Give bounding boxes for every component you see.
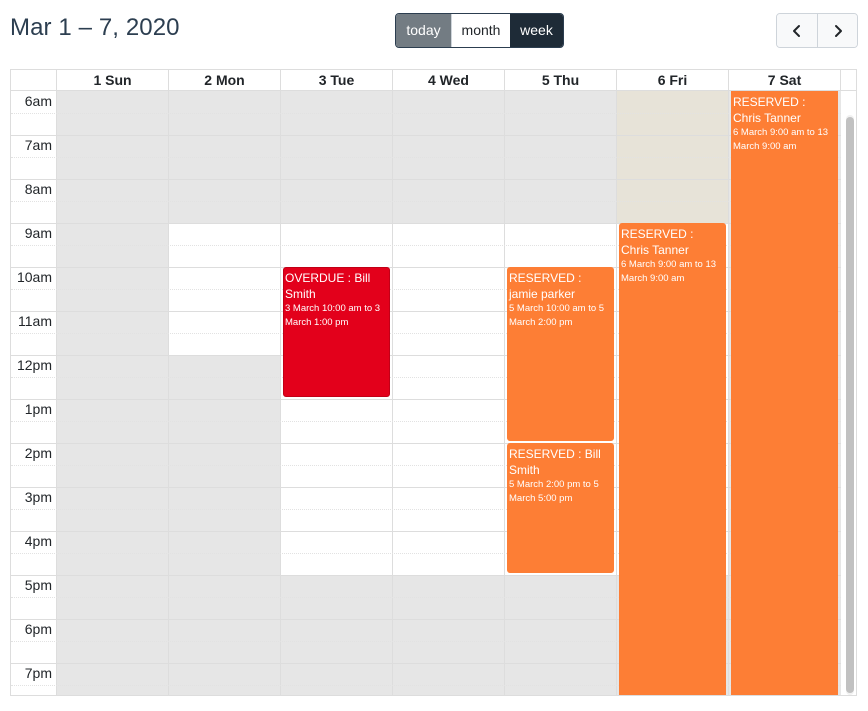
- time-label: 5pm: [24, 577, 52, 593]
- month-view-button[interactable]: month: [451, 14, 510, 47]
- time-label: 12pm: [16, 357, 52, 373]
- event-title: RESERVED : jamie parker: [509, 271, 582, 301]
- unavailable-slot: [169, 355, 280, 695]
- time-label: 6am: [24, 93, 52, 109]
- day-column-wed[interactable]: [393, 91, 505, 695]
- unavailable-slot: [57, 91, 168, 695]
- hour-line: [11, 399, 841, 400]
- time-label: 1pm: [24, 401, 52, 417]
- event-time: 6 March 9:00 am to 13 March 9:00 am: [621, 259, 717, 284]
- half-hour-line: [11, 157, 841, 158]
- time-label: 10am: [16, 269, 52, 285]
- time-grid: 6am 7am 8am 9am 10am 11am 12pm 1pm 2pm 3…: [11, 91, 856, 695]
- time-label: 3pm: [24, 489, 52, 505]
- time-label: 9am: [24, 225, 52, 241]
- day-header: 2 Mon: [169, 70, 281, 90]
- header-gutter: [11, 70, 57, 90]
- event-reserved-chris-tanner-fri[interactable]: RESERVED : Chris Tanner 6 March 9:00 am …: [619, 223, 726, 695]
- event-title: OVERDUE : Bill Smith: [285, 271, 371, 301]
- time-label: 2pm: [24, 445, 52, 461]
- prev-week-button[interactable]: [777, 14, 817, 47]
- nav-buttons: [776, 13, 858, 48]
- unavailable-slot: [281, 575, 392, 695]
- hour-line: [11, 487, 841, 488]
- time-label: 6pm: [24, 621, 52, 637]
- day-column-sun[interactable]: [57, 91, 169, 695]
- half-hour-line: [11, 333, 841, 334]
- hour-line: [11, 355, 841, 356]
- event-overdue-bill-smith[interactable]: OVERDUE : Bill Smith 3 March 10:00 am to…: [283, 267, 390, 397]
- time-label: 7pm: [24, 665, 52, 681]
- half-hour-line: [11, 289, 841, 290]
- day-header: 3 Tue: [281, 70, 393, 90]
- half-hour-line: [11, 377, 841, 378]
- chevron-right-icon: [834, 24, 842, 37]
- hour-line: [11, 443, 841, 444]
- half-hour-line: [11, 509, 841, 510]
- half-hour-line: [11, 641, 841, 642]
- event-title: RESERVED : Bill Smith: [509, 447, 601, 477]
- day-header: 6 Fri: [617, 70, 729, 90]
- today-button[interactable]: today: [396, 14, 451, 47]
- week-view-button[interactable]: week: [510, 14, 563, 47]
- half-hour-line: [11, 597, 841, 598]
- event-reserved-bill-smith[interactable]: RESERVED : Bill Smith 5 March 2:00 pm to…: [507, 443, 614, 573]
- event-time: 5 March 10:00 am to 5 March 2:00 pm: [509, 303, 605, 328]
- hour-line: [11, 223, 841, 224]
- day-header: 4 Wed: [393, 70, 505, 90]
- day-column-mon[interactable]: [169, 91, 281, 695]
- time-label: 4pm: [24, 533, 52, 549]
- event-title: RESERVED : Chris Tanner: [621, 227, 694, 257]
- half-hour-line: [11, 553, 841, 554]
- hour-line: [11, 135, 841, 136]
- hour-line: [11, 663, 841, 664]
- unavailable-slot: [505, 575, 616, 695]
- day-header-row: 1 Sun 2 Mon 3 Tue 4 Wed 5 Thu 6 Fri 7 Sa…: [11, 70, 856, 91]
- hour-line: [11, 179, 841, 180]
- next-week-button[interactable]: [817, 14, 857, 47]
- time-label: 11am: [18, 313, 52, 329]
- day-header: 5 Thu: [505, 70, 617, 90]
- half-hour-line: [11, 201, 841, 202]
- half-hour-line: [11, 465, 841, 466]
- event-time: 3 March 10:00 am to 3 March 1:00 pm: [285, 303, 381, 328]
- event-title: RESERVED : Chris Tanner: [733, 95, 806, 125]
- hour-line: [11, 267, 841, 268]
- event-reserved-chris-tanner-sat[interactable]: RESERVED : Chris Tanner 6 March 9:00 am …: [731, 91, 838, 695]
- half-hour-line: [11, 421, 841, 422]
- chevron-left-icon: [793, 24, 800, 37]
- scrollbar-thumb[interactable]: [846, 117, 854, 693]
- hour-line: [11, 531, 841, 532]
- time-gutter: 6am 7am 8am 9am 10am 11am 12pm 1pm 2pm 3…: [11, 91, 57, 695]
- week-calendar: 1 Sun 2 Mon 3 Tue 4 Wed 5 Thu 6 Fri 7 Sa…: [10, 69, 857, 696]
- unavailable-slot: [393, 575, 504, 695]
- event-time: 6 March 9:00 am to 13 March 9:00 am: [733, 127, 829, 152]
- half-hour-line: [11, 685, 841, 686]
- calendar-title: Mar 1 – 7, 2020: [10, 14, 180, 41]
- day-header: 7 Sat: [729, 70, 841, 90]
- vertical-scrollbar[interactable]: [846, 115, 854, 695]
- day-header: 1 Sun: [57, 70, 169, 90]
- view-switcher: today month week: [395, 13, 564, 48]
- time-label: 7am: [24, 137, 52, 153]
- event-time: 5 March 2:00 pm to 5 March 5:00 pm: [509, 479, 599, 504]
- hour-line: [11, 311, 841, 312]
- hour-line: [11, 575, 841, 576]
- event-reserved-jamie-parker[interactable]: RESERVED : jamie parker 5 March 10:00 am…: [507, 267, 614, 441]
- hour-line: [11, 619, 841, 620]
- half-hour-line: [11, 245, 841, 246]
- time-label: 8am: [24, 181, 52, 197]
- half-hour-line: [11, 113, 841, 114]
